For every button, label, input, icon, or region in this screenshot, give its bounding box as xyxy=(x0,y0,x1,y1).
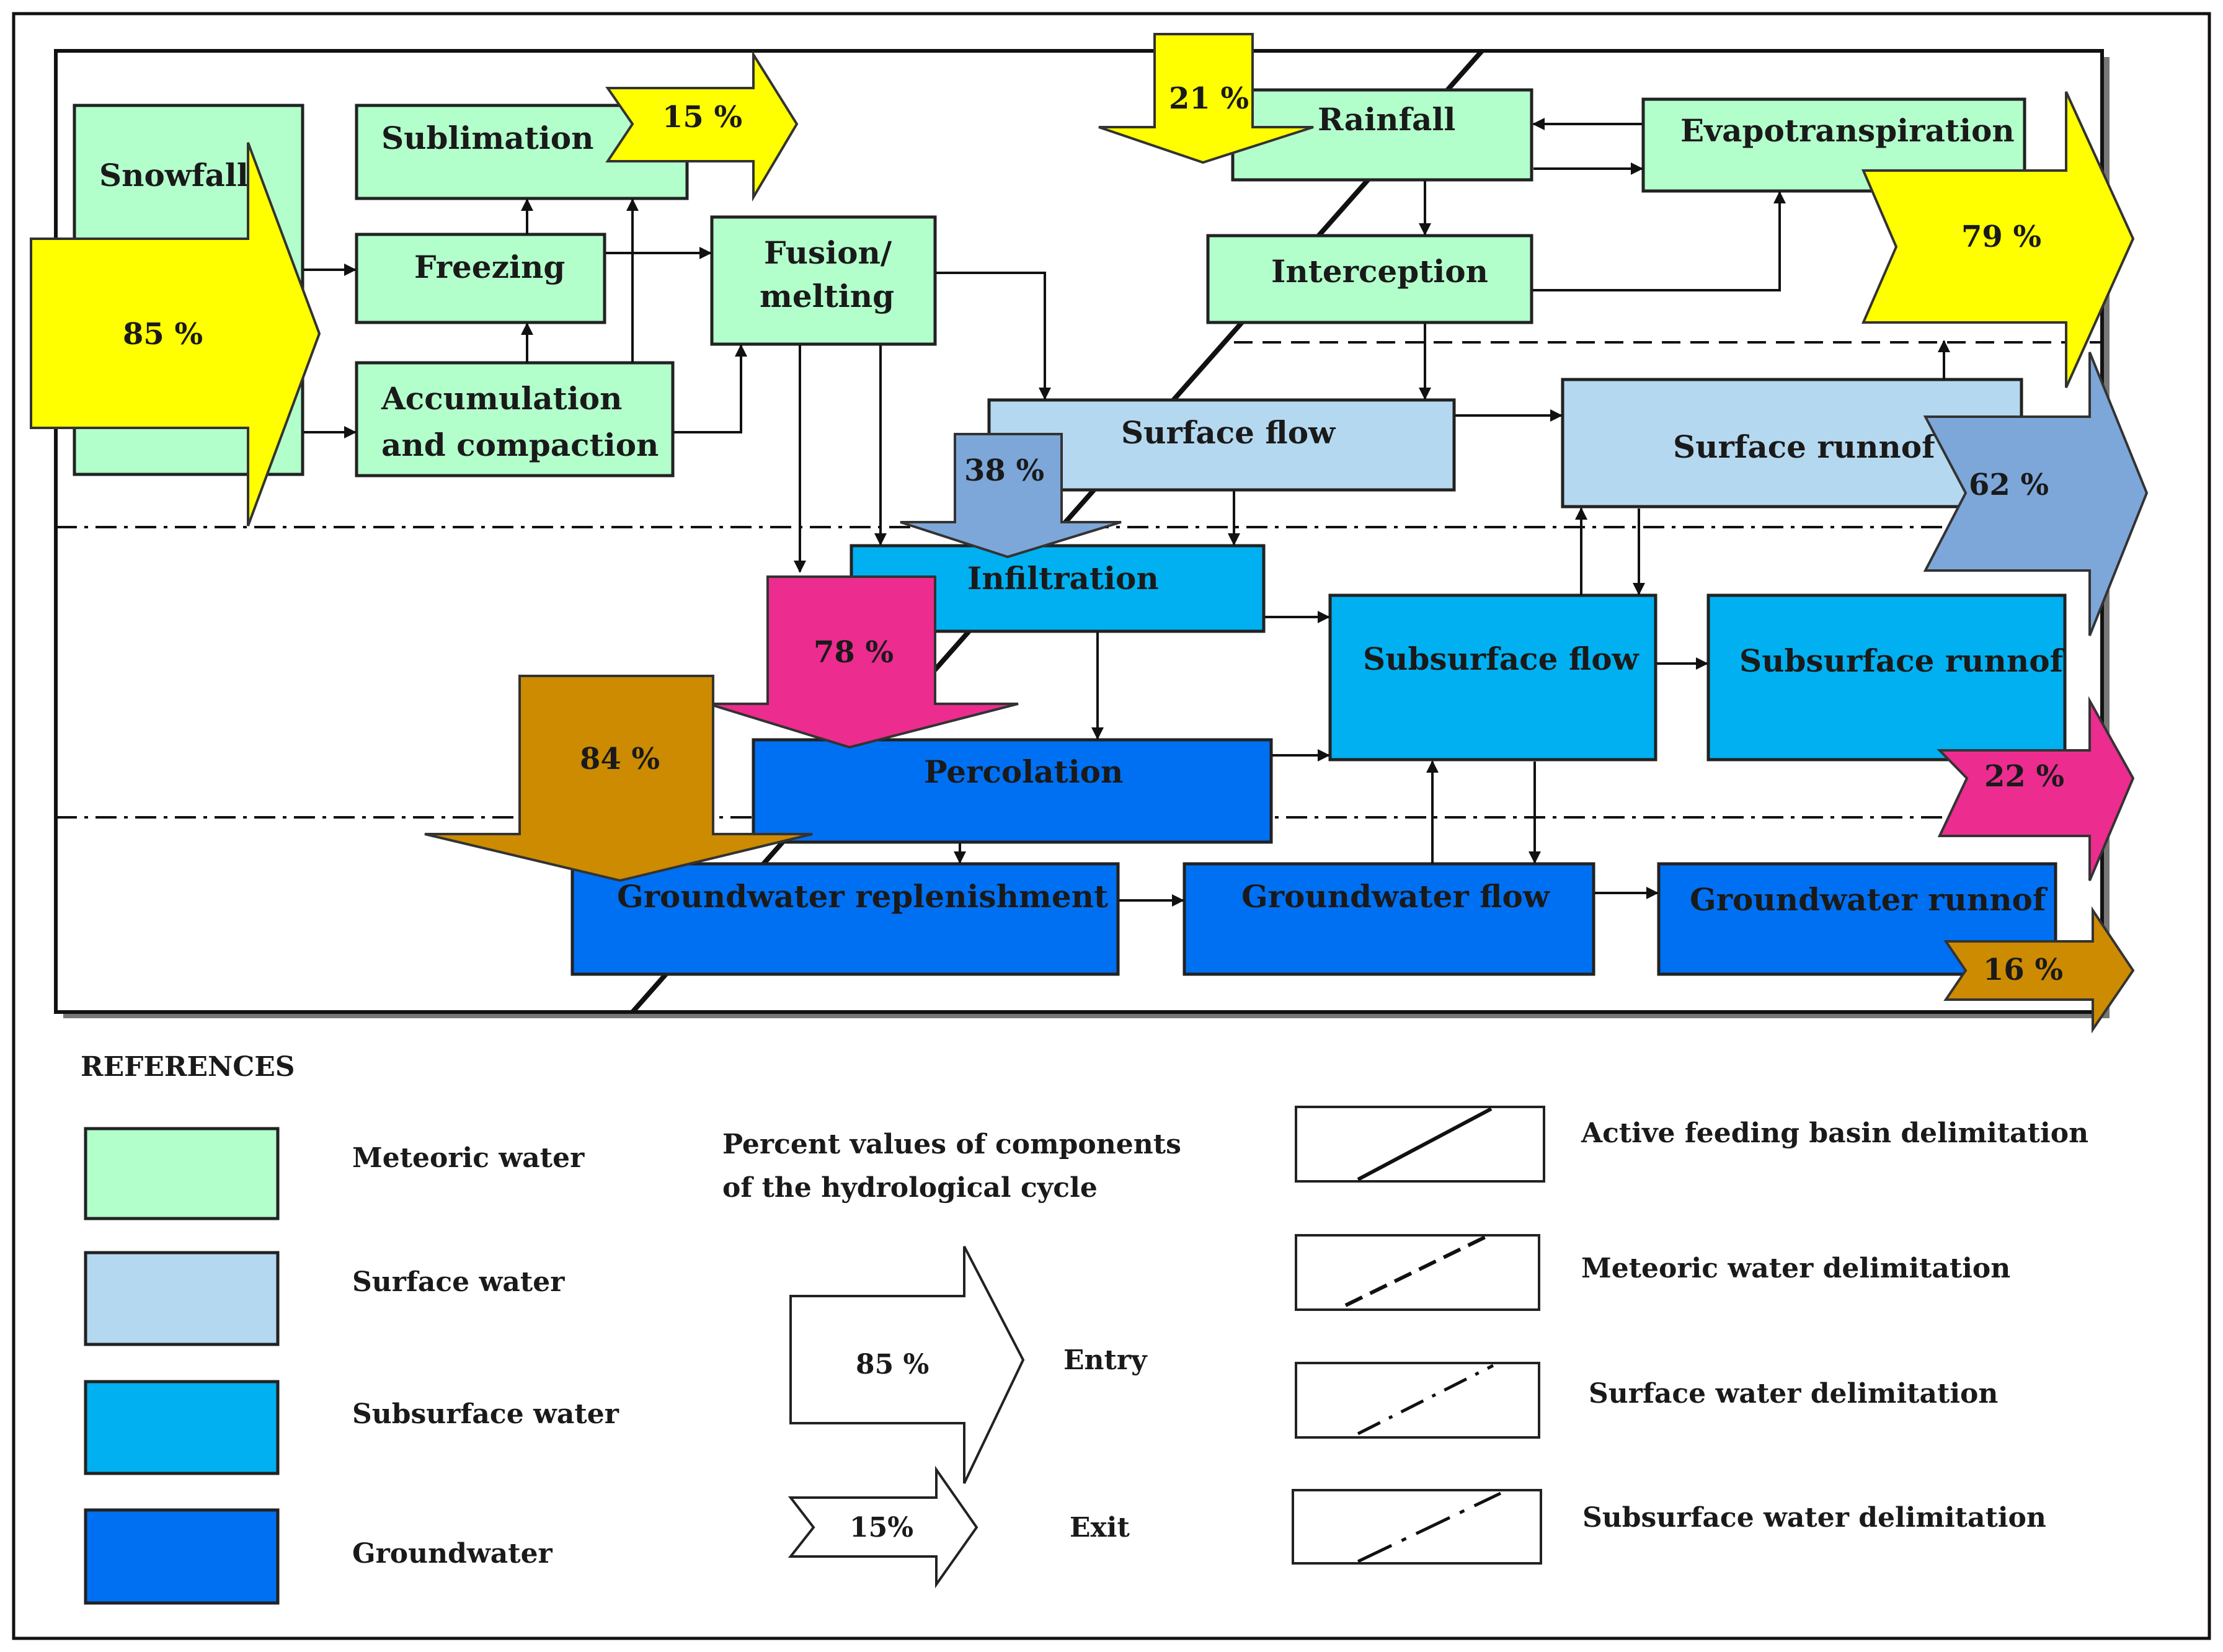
groundwater-replenishment-label: Groundwater replenishment xyxy=(617,878,1108,915)
surface-exit-value: 62 % xyxy=(1969,468,2049,502)
accumulation-box: Accumulation and compaction xyxy=(355,361,675,477)
groundwater-flow-label: Groundwater flow xyxy=(1241,878,1551,915)
legend-label-meteoric-delimitation: Meteoric water delimitation xyxy=(1581,1253,2010,1284)
sublimation-label: Sublimation xyxy=(381,120,594,156)
legend-exit-arrow: 15% xyxy=(788,1465,978,1589)
groundwater-entry-value: 84 % xyxy=(580,742,660,776)
subsurface-flow-box: Subsurface flow xyxy=(1328,593,1657,762)
legend-label-surface: Surface water xyxy=(352,1266,565,1298)
snowfall-label: Snowfall xyxy=(99,157,249,193)
interception-label: Interception xyxy=(1271,253,1488,290)
subsurface-exit-value: 22 % xyxy=(1984,759,2064,794)
surface-runnof-label: Surface runnof xyxy=(1673,429,1937,465)
groundwater-entry-arrow: 84 % xyxy=(424,675,813,882)
legend-entry-label: Entry xyxy=(1063,1344,1148,1376)
subsurface-exit-arrow: 22 % xyxy=(1937,696,2135,881)
legend-swatch-subsurface xyxy=(84,1380,280,1475)
subsurface-runnof-label: Subsurface runnof xyxy=(1739,642,2065,679)
legend-label-surface-delimitation: Surface water delimitation xyxy=(1589,1378,1998,1410)
freezing-box: Freezing xyxy=(355,233,606,324)
connectors xyxy=(304,118,1950,907)
surface-flow-label: Surface flow xyxy=(1121,414,1336,451)
fusion-label-1: Fusion/ xyxy=(764,234,892,271)
sublimation-exit-arrow: 15 % xyxy=(605,50,799,202)
groundwater-exit-value: 16 % xyxy=(1983,953,2063,987)
legend-label-subsurface: Subsurface water xyxy=(352,1398,619,1430)
legend-exit-label: Exit xyxy=(1070,1512,1130,1543)
references-title: REFERENCES xyxy=(81,1051,295,1083)
outer-frame xyxy=(12,12,2211,1640)
surface-runnof-box: Surface runnof xyxy=(1561,378,2023,508)
interception-box: Interception xyxy=(1206,234,1533,324)
legend-meteoric-delimitation xyxy=(1295,1234,1540,1311)
subsurface-runnof-box: Subsurface runnof xyxy=(1706,593,2067,762)
evapotranspiration-label: Evapotranspiration xyxy=(1680,112,2015,149)
legend-swatch-surface xyxy=(84,1251,280,1346)
groundwater-flow-box: Groundwater flow xyxy=(1182,862,1595,976)
snowfall-entry-value: 85 % xyxy=(123,317,203,352)
fusion-box: Fusion/ melting xyxy=(710,215,937,346)
rainfall-label: Rainfall xyxy=(1318,101,1455,138)
legend-entry-arrow: 85 % xyxy=(789,1246,1025,1484)
percolation-box: Percolation xyxy=(752,738,1273,844)
surface-exit-arrow: 62 % xyxy=(1923,352,2149,636)
surface-entry-arrow: 38 % xyxy=(900,433,1122,559)
references-legend: REFERENCES Meteoric water Surface water … xyxy=(81,1051,2088,1605)
accumulation-label-1: Accumulation xyxy=(381,380,622,417)
legend-surface-delimitation xyxy=(1295,1362,1540,1439)
freezing-label: Freezing xyxy=(414,249,565,285)
legend-label-active-basin: Active feeding basin delimitation xyxy=(1581,1117,2088,1149)
legend-exit-value: 15% xyxy=(850,1512,913,1543)
surface-flow-box: Surface flow xyxy=(987,398,1456,492)
legend-entry-value: 85 % xyxy=(856,1349,929,1380)
groundwater-exit-arrow: 16 % xyxy=(1943,906,2135,1034)
legend-label-groundwater: Groundwater xyxy=(352,1538,553,1570)
accumulation-label-2: and compaction xyxy=(381,427,659,463)
percolation-label: Percolation xyxy=(924,753,1123,790)
rainfall-entry-arrow: 21 % xyxy=(1098,33,1314,164)
percent-legend-line2: of the hydrological cycle xyxy=(722,1172,1098,1204)
groundwater-runnof-label: Groundwater runnof xyxy=(1690,881,2048,918)
infiltration-label: Infiltration xyxy=(967,560,1159,597)
legend-swatch-groundwater xyxy=(84,1508,280,1605)
legend-label-subsurface-delimitation: Subsurface water delimitation xyxy=(1582,1502,2046,1534)
groundwater-replenishment-box: Groundwater replenishment xyxy=(570,862,1120,976)
subsurface-flow-label: Subsurface flow xyxy=(1363,641,1640,677)
legend-active-basin xyxy=(1295,1106,1545,1183)
subsurface-entry-arrow: 78 % xyxy=(708,575,1019,749)
subsurface-entry-value: 78 % xyxy=(814,635,894,670)
surface-entry-value: 38 % xyxy=(964,453,1044,488)
fusion-label-2: melting xyxy=(760,278,894,314)
legend-label-meteoric: Meteoric water xyxy=(352,1142,585,1174)
percent-legend-line1: Percent values of components xyxy=(722,1129,1181,1160)
rainfall-entry-value: 21 % xyxy=(1169,81,1249,116)
legend-swatch-meteoric xyxy=(84,1127,280,1220)
sublimation-exit-value: 15 % xyxy=(662,100,742,135)
legend-subsurface-delimitation xyxy=(1292,1489,1542,1565)
snowfall-entry-arrow: 85 % xyxy=(30,142,321,526)
evapotranspiration-exit-arrow: 79 % xyxy=(1861,91,2135,388)
evapotranspiration-exit-value: 79 % xyxy=(1961,220,2041,254)
